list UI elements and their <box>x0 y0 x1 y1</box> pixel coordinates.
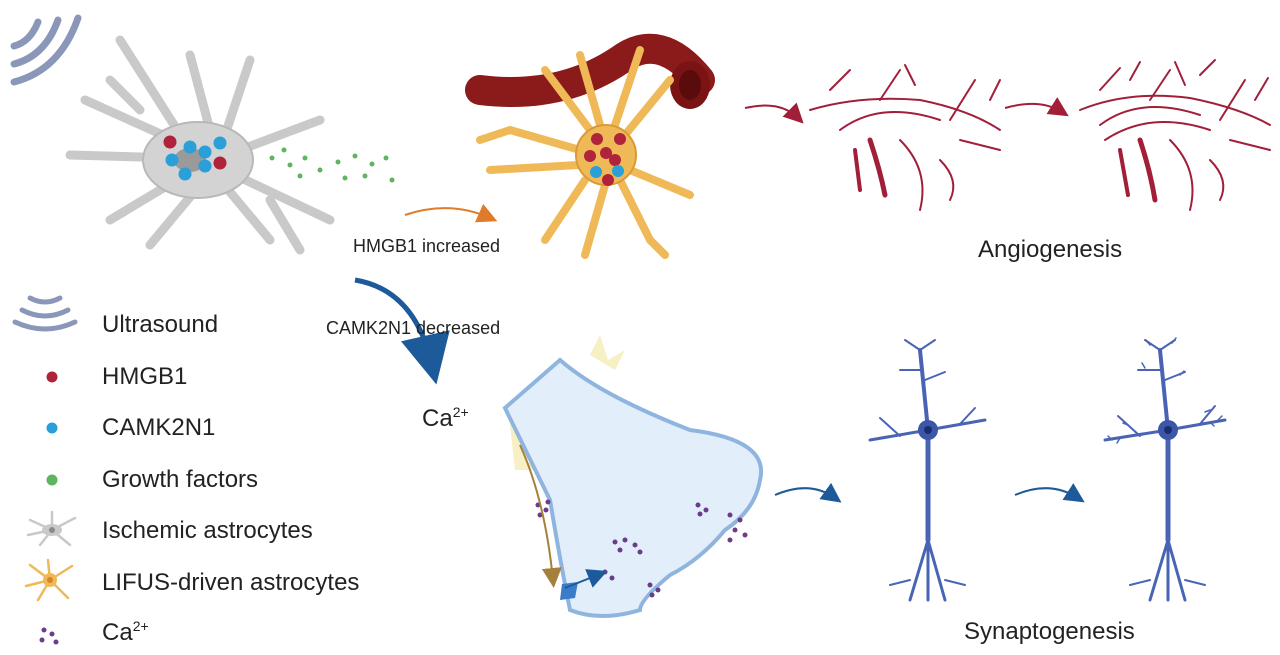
legend-ca-label: Ca2+ <box>102 619 149 647</box>
calcium-label-sup: 2+ <box>452 404 469 420</box>
legend-ca-icon <box>39 627 59 645</box>
ultrasound-wave-icon <box>10 14 82 86</box>
legend-ca-sup: 2+ <box>132 618 149 634</box>
legend-growth-label: Growth factors <box>102 466 259 493</box>
vessel-network-before <box>809 64 1001 211</box>
hmgb1-increased-label: HMGB1 increased <box>353 236 501 256</box>
legend-ultrasound-icon <box>12 295 78 332</box>
synaptogenesis-label: Synaptogenesis <box>964 618 1135 645</box>
lifus-astrocyte <box>476 46 694 259</box>
legend-hmgb1-icon <box>46 371 58 383</box>
blood-vessel <box>465 33 715 109</box>
neuron-after <box>1103 337 1227 602</box>
synaptic-terminal <box>502 335 764 618</box>
hmgb1-arrow <box>404 203 498 223</box>
neuron-before <box>868 339 987 602</box>
synapse-to-neuron-arrow <box>774 482 842 503</box>
legend-ischemic-icon <box>26 510 77 547</box>
legend-ca-base: Ca <box>102 619 133 646</box>
synaptogenesis-arrow <box>1014 483 1085 503</box>
legend-camk2n1-label: CAMK2N1 <box>102 414 216 441</box>
camk2n1-decreased-label: CAMK2N1 decreased <box>326 318 501 338</box>
growth-factors-cloud <box>269 147 395 183</box>
calcium-clusters <box>535 499 748 598</box>
legend-growth-icon <box>46 474 58 486</box>
legend-lifus-icon <box>24 558 74 602</box>
angiogenesis-arrow-2 <box>1004 97 1069 117</box>
angiogenesis-label: Angiogenesis <box>978 236 1123 263</box>
legend-camk2n1-icon <box>46 422 58 434</box>
calcium-label-base: Ca <box>422 405 453 432</box>
calcium-label: Ca2+ <box>422 405 469 433</box>
legend-lifus-label: LIFUS-driven astrocytes <box>102 569 360 596</box>
legend-ischemic-label: Ischemic astrocytes <box>102 517 313 544</box>
legend-ultrasound-label: Ultrasound <box>102 311 219 338</box>
angiogenesis-arrow-1 <box>744 102 804 124</box>
vessel-network-after <box>1079 59 1271 211</box>
camk2n1-arrow <box>354 277 450 385</box>
ischemic-astrocyte <box>65 35 335 255</box>
legend-hmgb1-label: HMGB1 <box>102 363 188 390</box>
calcium-influx-arrow <box>519 444 562 588</box>
channel-arrow <box>564 569 608 589</box>
